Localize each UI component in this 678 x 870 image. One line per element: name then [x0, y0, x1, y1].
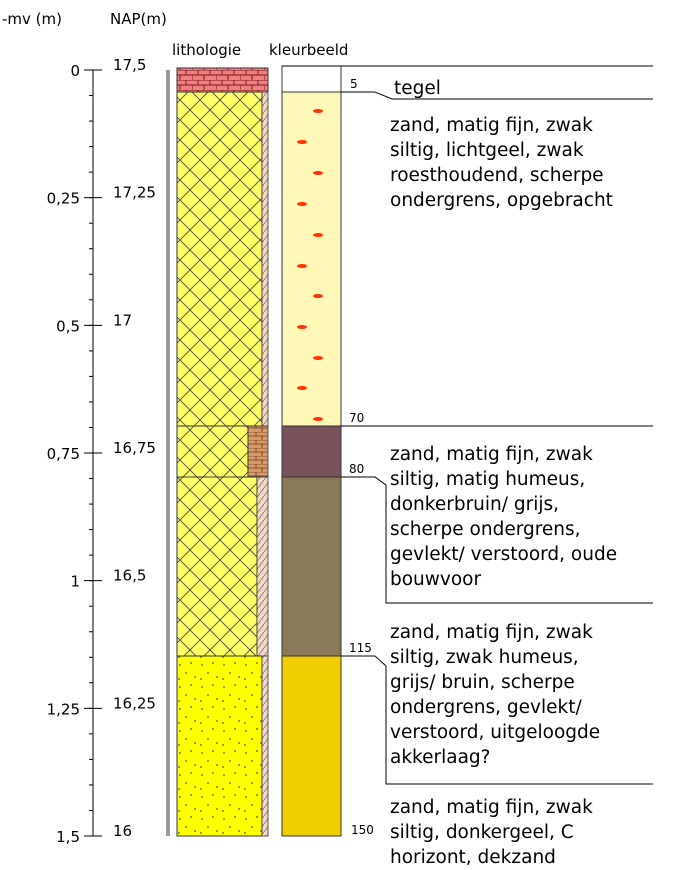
kleur-layer-3 — [281, 476, 342, 657]
kleur-layer-0 — [281, 65, 342, 93]
rust-mottle — [313, 356, 323, 360]
nap-tick-label: 17,25 — [113, 184, 156, 202]
nap-tick-label: 16,25 — [113, 694, 156, 712]
mv-tick-label: 0,75 — [47, 445, 80, 463]
mv-tick-label: 1,25 — [47, 700, 80, 718]
layer-description-tegel: tegel — [394, 78, 441, 99]
lithology-humus-strip-2 — [247, 425, 269, 478]
connector-5 — [341, 91, 653, 100]
nap-tick-label: 17,5 — [113, 56, 146, 74]
rust-mottle — [297, 325, 307, 329]
depth-label: 5 — [350, 77, 358, 91]
depth-label: 80 — [349, 462, 364, 476]
mv-tick-label: 1,5 — [56, 828, 80, 846]
lithology-sand-layer-1 — [176, 91, 263, 427]
lithology-sand-layer-2 — [176, 425, 249, 478]
layer-description-2: zand, matig fijn, zwak siltig, matig hum… — [390, 444, 618, 590]
rust-mottle — [313, 233, 323, 237]
lithologie-header: lithologie — [172, 41, 242, 59]
lithology-sand-layer-3 — [176, 476, 258, 657]
depth-label: 115 — [349, 641, 372, 655]
lithology-side-strip-1 — [261, 91, 269, 427]
lithology-side-strip-3 — [256, 476, 269, 657]
connector-115 — [341, 655, 653, 785]
kleur-layer-4 — [281, 655, 342, 837]
depth-label: 150 — [351, 823, 374, 837]
connector-lines — [282, 65, 653, 785]
nap-tick-labels: 17,5 17,25 17 16,75 16,5 16,25 16 — [113, 56, 156, 840]
depth-label: 70 — [349, 411, 364, 425]
rust-mottle — [297, 202, 307, 206]
lithology-fine-sand-layer-4 — [176, 655, 263, 837]
mv-major-ticks — [84, 69, 102, 837]
rust-mottle — [313, 417, 323, 421]
rust-mottle — [297, 386, 307, 390]
kleurbeeld-header: kleurbeeld — [269, 41, 349, 59]
layer-description-4: zand, matig fijn, zwak siltig, donkergee… — [390, 797, 593, 868]
lithology-side-strip-4 — [261, 655, 269, 837]
kleurbeeld-column — [281, 65, 342, 837]
nap-tick-label: 16,5 — [113, 567, 146, 585]
connector-80 — [341, 476, 653, 604]
rust-mottle — [313, 171, 323, 175]
depth-labels: 5 70 80 115 150 — [349, 77, 374, 837]
mv-tick-label: 0,25 — [47, 190, 80, 208]
kleur-layer-1 — [281, 91, 342, 427]
rust-mottles — [297, 109, 323, 421]
rust-mottle — [297, 140, 307, 144]
nap-tick-label: 17 — [113, 311, 132, 329]
rust-mottle — [297, 264, 307, 268]
mv-tick-label: 1 — [70, 573, 80, 591]
layer-description-1: zand, matig fijn, zwak siltig, lichtgeel… — [390, 115, 613, 211]
nap-tick-label: 16 — [113, 822, 132, 840]
nap-axis-header: NAP(m) — [110, 10, 167, 28]
kleur-layer-2 — [281, 425, 342, 478]
rust-mottle — [313, 294, 323, 298]
nap-tick-label: 16,75 — [113, 439, 156, 457]
layer-description-3: zand, matig fijn, zwak siltig, zwak hume… — [390, 622, 601, 768]
lithology-tile-layer — [176, 67, 269, 93]
mv-tick-label: 0,5 — [56, 317, 80, 335]
lithology-column — [176, 67, 269, 837]
rust-mottle — [313, 109, 323, 113]
mv-axis-header: -mv (m) — [2, 10, 62, 28]
mv-tick-labels: 0 0,25 0,5 0,75 1 1,25 1,5 — [47, 62, 80, 846]
mv-tick-label: 0 — [70, 62, 80, 80]
profile-reference-bar — [166, 70, 170, 836]
